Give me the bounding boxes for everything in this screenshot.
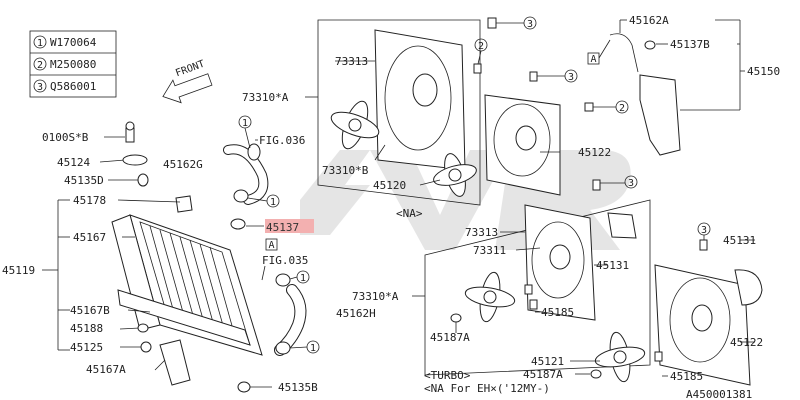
part-label-45121: 45121 [531,355,564,368]
part-label-0100s-b: 0100S*B [42,131,89,144]
part-labels: 0100S*B 45124 45135D 45178 45167 45119 4… [2,14,780,400]
part-label-73311: 73311 [473,244,506,257]
fan-blade-turbo [594,331,646,383]
part-label-45125: 45125 [70,341,103,354]
fan-assembly-box-top [305,19,481,206]
part-label-45167a: 45167A [86,363,126,376]
callout-3: 3 [628,178,634,189]
callout-1: 1 [310,343,316,354]
left-small-parts [122,121,251,393]
part-label-45187a-na-eh: 45187A [430,331,470,344]
fan-motor-45131-turbo [734,269,763,306]
radiator [111,195,263,386]
part-label-45162a: 45162A [629,14,669,27]
part-label-45188: 45188 [70,322,103,335]
callout-1: 1 [300,273,306,284]
hose-lower-45162h [274,273,307,356]
callout-1: 1 [242,118,248,129]
legend-row-1: 1 W170064 [33,35,97,49]
fan-assembly-turbo: 3 [570,222,763,386]
part-label-45178: 45178 [73,194,106,207]
reservoir-tank-45150: A [587,19,745,156]
legend-box: 1 W170064 2 M250080 3 Q586001 [29,30,117,98]
fan-assembly-box-lower: 3 [412,175,651,376]
part-label-73310b: 73310*B [322,164,369,177]
callout-2: 2 [478,41,484,52]
fig-ref-035: FIG.035 [262,254,308,267]
part-label-73313-lower: 73313 [465,226,498,239]
na-label: <NA> [396,207,423,220]
part-label-45187a-turbo: 45187A [523,368,563,381]
part-label-73313-top: 73313 [335,55,368,68]
part-label-73310a-lower: 73310*A [352,290,399,303]
part-label-45120: 45120 [373,179,406,192]
turbo-label: <TURBO> [424,369,471,382]
fan-motor-45131 [607,212,637,239]
legend-code: M250080 [50,58,96,71]
part-label-45124: 45124 [57,156,90,169]
part-label-45122-turbo: 45122 [730,336,763,349]
fan-blade-top [330,100,380,150]
front-arrow: FRONT [162,59,213,104]
part-label-45137b: 45137B [670,38,710,51]
part-label-45119: 45119 [2,264,35,277]
part-label-45162g: 45162G [163,158,203,171]
part-label-45185-na-eh: 45185 [541,306,574,319]
hose-upper-45162g [223,143,269,205]
legend-num: 3 [37,82,43,93]
part-label-45167b: 45167B [70,304,110,317]
part-label-45150: 45150 [747,65,780,78]
part-label-45131-turbo: 45131 [723,234,756,247]
part-label-45122-na: 45122 [578,146,611,159]
legend-row-3: 3 Q586001 [33,79,96,93]
legend-code: W170064 [50,36,97,49]
part-label-45137: 45137 [266,221,299,234]
radiator-cap-45137 [230,218,314,233]
callout-a: A [590,54,596,65]
fan-assembly-na: 3 2 [419,69,629,197]
part-label-73310a-top: 73310*A [242,91,289,104]
legend-num: 1 [37,38,43,49]
part-label-45162h: 45162H [336,307,376,320]
part-label-45135b: 45135B [278,381,318,394]
part-label-45135d: 45135D [64,174,104,187]
legend-row-2: 2 M250080 [33,57,96,71]
fig-ref-036: FIG.036 [259,134,305,147]
callout-3: 3 [568,72,574,83]
part-label-45167: 45167 [73,231,106,244]
callouts-top-fan: 3 2 [473,16,537,74]
callout-3: 3 [701,225,707,236]
fan-blade-na [433,153,477,197]
callouts-left: 1 1 1 1 A [238,115,320,354]
na-eh-label: <NA For EH×('12MY-) [424,382,550,395]
part-label-45185-turbo: 45185 [670,370,703,383]
callout-a: A [268,240,274,251]
callout-3: 3 [527,19,533,30]
callout-2: 2 [619,103,625,114]
diagram-code: A450001381 [686,388,752,400]
legend-code: Q586001 [50,80,96,93]
part-label-45131-na-eh: 45131 [596,259,629,272]
bracket-45167a [159,339,191,386]
callout-1: 1 [270,197,276,208]
fan-blade-lower [464,271,516,323]
legend-num: 2 [37,60,43,71]
